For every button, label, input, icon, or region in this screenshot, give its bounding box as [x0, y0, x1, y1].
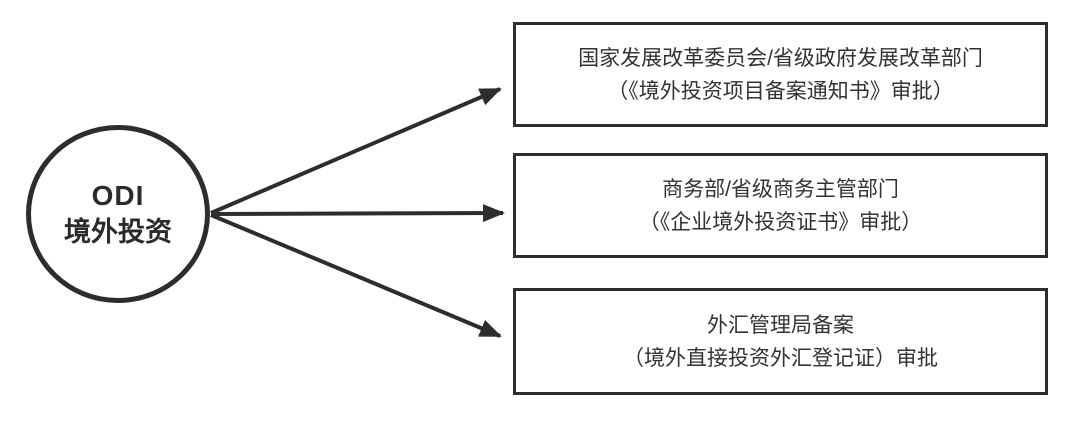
branch-node-ndrc: 国家发展改革委员会/省级政府发展改革部门 （《境外投资项目备案通知书》审批）: [513, 22, 1048, 127]
root-node-odi: ODI 境外投资: [26, 125, 210, 303]
arrow-to-mofcom: [210, 204, 505, 223]
branch-node-authority: 外汇管理局备案: [707, 313, 854, 337]
branch-node-approval: （《企业境外投资证书》审批）: [638, 210, 923, 234]
branch-node-safe: 外汇管理局备案 （境外直接投资外汇登记证）审批: [513, 288, 1048, 395]
root-node-title: ODI: [91, 180, 145, 211]
arrow-to-safe: [210, 213, 502, 338]
branch-node-approval: （《境外投资项目备案通知书》审批）: [607, 79, 954, 103]
root-node-subtitle: 境外投资: [64, 217, 172, 247]
branch-node-authority: 国家发展改革委员会/省级政府发展改革部门: [578, 46, 983, 70]
branch-node-approval: （境外直接投资外汇登记证）审批: [623, 346, 938, 370]
arrow-to-ndrc: [210, 87, 502, 215]
branch-node-mofcom: 商务部/省级商务主管部门 （《企业境外投资证书》审批）: [513, 153, 1048, 258]
branch-node-authority: 商务部/省级商务主管部门: [662, 177, 899, 201]
